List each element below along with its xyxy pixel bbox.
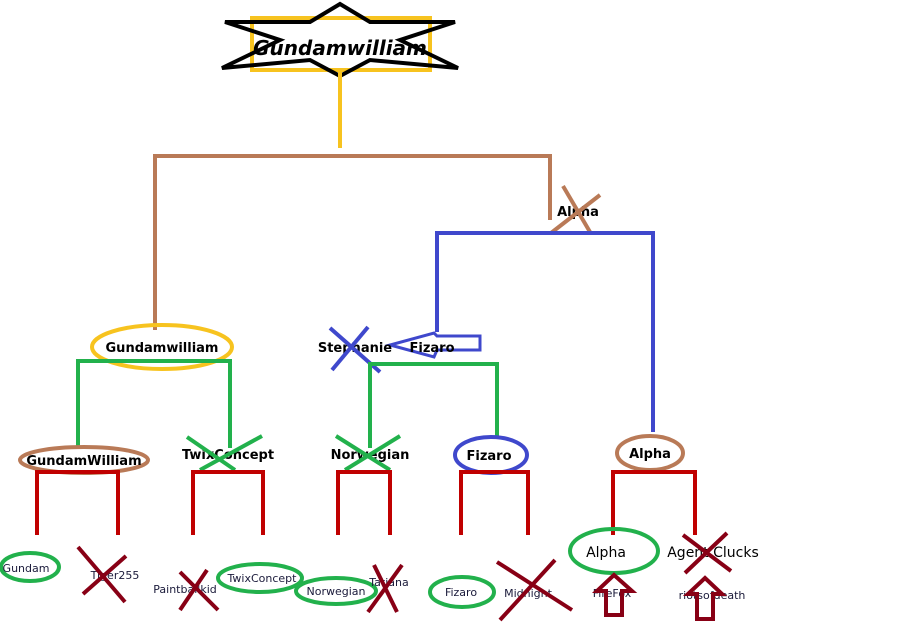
winner-circle: [90, 323, 234, 371]
champion-name: Gundamwilliam: [253, 36, 427, 60]
arrow-up-icon: [682, 575, 728, 621]
qf-label: Fizaro: [466, 449, 511, 464]
r1-label: Fizaro: [445, 586, 477, 599]
final-bracket: [153, 154, 552, 330]
round1-brackets: [35, 470, 697, 535]
r1-label: Norwegian: [307, 585, 366, 598]
winner-circle: [294, 576, 378, 606]
r1-label: Paintballkid: [153, 583, 216, 596]
qf-label: GundamWilliam: [26, 454, 141, 469]
qf-label: Alpha: [629, 447, 671, 462]
arrow-up-icon: [591, 572, 638, 617]
cross-icon: [366, 563, 404, 614]
winner-circle: [0, 551, 61, 583]
r1-label: Alpha: [586, 545, 626, 561]
qf-bracket-left: [76, 359, 232, 448]
cross-icon: [185, 434, 263, 472]
qf-bracket-mid: [368, 362, 499, 448]
final-left-label: Gundamwilliam: [106, 341, 219, 356]
r1-label: TwixConcept: [227, 572, 298, 585]
semi-fizaro: Fizaro: [409, 341, 454, 356]
arrow-left-icon: [384, 331, 482, 359]
winner-circle: [216, 562, 304, 594]
semi-bracket-right: [435, 231, 655, 432]
winner-circle: [428, 575, 496, 609]
cross-icon: [334, 434, 402, 472]
r1-label: Agent Clucks: [667, 545, 759, 561]
cross-icon: [178, 568, 220, 612]
cross-icon: [549, 184, 602, 235]
cross-icon: [495, 558, 574, 622]
cross-icon: [76, 545, 128, 604]
champion-badge: Gundamwilliam: [221, 1, 459, 79]
r1-label: Gundam: [3, 562, 50, 575]
cross-icon: [681, 531, 733, 575]
